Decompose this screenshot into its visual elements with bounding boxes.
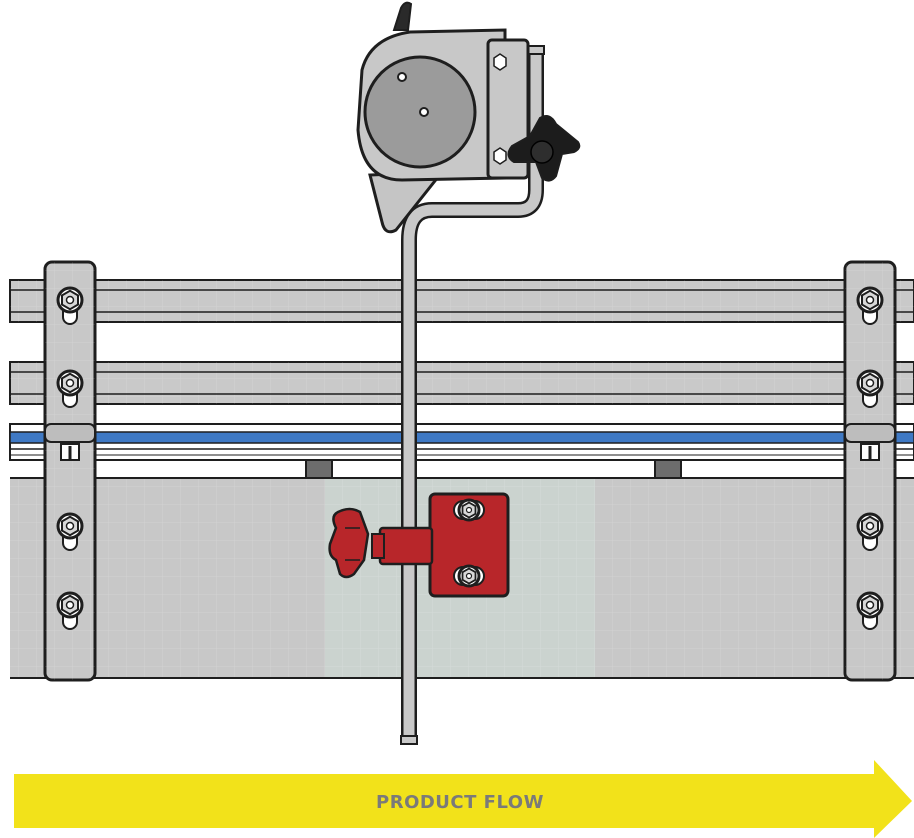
- guide-rail-middle: [9, 361, 914, 405]
- guide-rail-top: [9, 279, 914, 323]
- product-flow-arrow: PRODUCT FLOW: [14, 760, 912, 838]
- roller-dispenser-head: [356, 1, 530, 234]
- product-flow-label: PRODUCT FLOW: [376, 792, 544, 813]
- star-knob-icon: [507, 115, 581, 182]
- bolt-icon: [452, 564, 486, 588]
- conveyor-belt: [9, 423, 914, 461]
- side-bracket-left: [43, 260, 97, 682]
- handle-icon: [392, 1, 413, 31]
- bolt-icon: [452, 498, 486, 522]
- belt-support-post: [305, 459, 682, 479]
- side-bracket-right: [843, 260, 897, 682]
- red-clamp-assembly: [328, 492, 510, 598]
